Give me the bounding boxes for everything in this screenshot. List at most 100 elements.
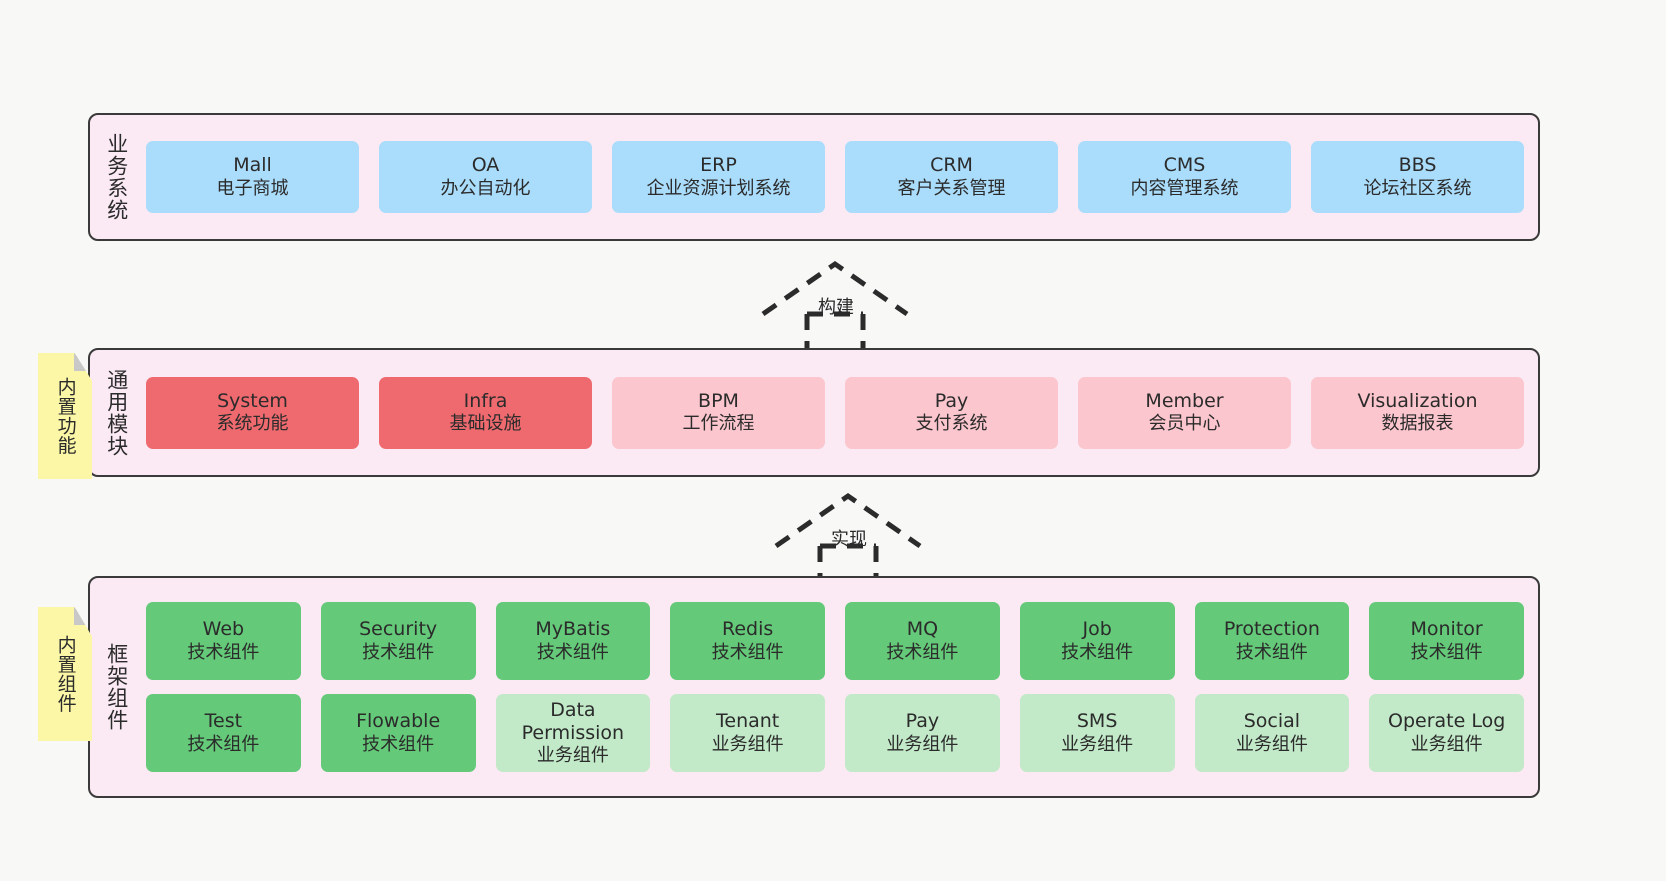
node-title: Flowable [356, 710, 441, 733]
node-title: Monitor [1410, 618, 1483, 641]
node-erp[interactable]: ERP 企业资源计划系统 [612, 141, 825, 213]
node-protection[interactable]: Protection 技术组件 [1194, 602, 1350, 680]
node-subtitle: 技术组件 [1410, 641, 1483, 663]
node-subtitle: 业务组件 [711, 733, 784, 755]
node-title: Operate Log [1387, 710, 1506, 733]
node-bpm[interactable]: BPM 工作流程 [612, 376, 825, 449]
sticky-note-text: 内置组件 [54, 635, 77, 713]
node-title: Social [1243, 710, 1301, 733]
node-row: Web 技术组件 Security 技术组件 MyBatis 技术组件 Redi… [146, 602, 1524, 680]
node-data-permission[interactable]: Data Permission 业务组件 [495, 694, 651, 772]
node-crm[interactable]: CRM 客户关系管理 [845, 141, 1058, 213]
node-mall[interactable]: Mall 电子商城 [146, 141, 359, 213]
node-subtitle: 内容管理系统 [1130, 177, 1239, 199]
node-cms[interactable]: CMS 内容管理系统 [1078, 141, 1291, 213]
node-subtitle: 技术组件 [886, 641, 959, 663]
node-infra[interactable]: Infra 基础设施 [379, 376, 592, 449]
node-mybatis[interactable]: MyBatis 技术组件 [495, 602, 651, 680]
node-subtitle: 支付系统 [915, 413, 988, 435]
node-title: MQ [906, 618, 939, 641]
layer-title-framework-component: 框架组件 [104, 643, 129, 731]
node-subtitle: 论坛社区系统 [1363, 177, 1472, 199]
node-title: Pay [934, 389, 969, 412]
node-title: Protection [1223, 618, 1320, 641]
sticky-note-text: 内置功能 [54, 377, 77, 455]
node-subtitle: 技术组件 [536, 641, 609, 663]
node-subtitle: 业务组件 [1235, 733, 1308, 755]
node-title: Member [1145, 389, 1224, 412]
node-sms[interactable]: SMS 业务组件 [1019, 694, 1175, 772]
node-operate-log[interactable]: Operate Log 业务组件 [1369, 694, 1524, 772]
node-row: Test 技术组件 Flowable 技术组件 Data Permission … [146, 694, 1524, 772]
node-title: Web [202, 618, 245, 641]
node-subtitle: 电子商城 [216, 177, 289, 199]
layer-business-system: 业务系统 Mall 电子商城 OA 办公自动化 ERP 企业资源计划系统 CRM… [88, 113, 1540, 241]
layer-body-common-module: System 系统功能 Infra 基础设施 BPM 工作流程 Pay 支付系统… [142, 350, 1538, 475]
node-subtitle: 技术组件 [1235, 641, 1308, 663]
node-subtitle: 技术组件 [362, 641, 435, 663]
node-title: Visualization [1357, 389, 1478, 412]
node-title: CMS [1163, 154, 1206, 177]
node-monitor[interactable]: Monitor 技术组件 [1369, 602, 1524, 680]
node-subtitle: 业务组件 [536, 745, 609, 767]
node-subtitle: 业务组件 [1061, 733, 1134, 755]
node-visualization[interactable]: Visualization 数据报表 [1311, 376, 1524, 449]
node-subtitle: 办公自动化 [440, 177, 531, 199]
node-job[interactable]: Job 技术组件 [1019, 602, 1175, 680]
node-pay-business[interactable]: Pay 业务组件 [845, 694, 1000, 772]
node-title: Redis [721, 618, 774, 641]
layer-common-module: 通用模块 System 系统功能 Infra 基础设施 BPM 工作流程 Pay… [88, 348, 1540, 477]
node-flowable[interactable]: Flowable 技术组件 [320, 694, 476, 772]
node-test[interactable]: Test 技术组件 [146, 694, 301, 772]
node-tenant[interactable]: Tenant 业务组件 [670, 694, 825, 772]
node-title: Job [1082, 618, 1112, 641]
node-system[interactable]: System 系统功能 [146, 376, 359, 449]
node-row: Mall 电子商城 OA 办公自动化 ERP 企业资源计划系统 CRM 客户关系… [146, 141, 1524, 213]
node-title: MyBatis [535, 618, 611, 641]
node-title: CRM [930, 154, 973, 177]
node-title: Test [204, 710, 243, 733]
node-subtitle: 工作流程 [682, 413, 755, 435]
node-subtitle: 数据报表 [1381, 413, 1454, 435]
node-title: Mall [233, 154, 272, 177]
node-subtitle: 业务组件 [1410, 733, 1483, 755]
node-member[interactable]: Member 会员中心 [1078, 376, 1291, 449]
node-subtitle: 技术组件 [187, 733, 260, 755]
node-subtitle: 系统功能 [216, 413, 289, 435]
node-pay[interactable]: Pay 支付系统 [845, 376, 1058, 449]
arrow-label-build: 构建 [818, 297, 854, 318]
node-mq[interactable]: MQ 技术组件 [845, 602, 1000, 680]
node-subtitle: 业务组件 [886, 733, 959, 755]
node-title: Security [359, 618, 438, 641]
node-subtitle: 客户关系管理 [897, 177, 1006, 199]
layer-title-common-module: 通用模块 [104, 368, 129, 457]
arrow-label-implement: 实现 [831, 529, 867, 550]
node-oa[interactable]: OA 办公自动化 [379, 141, 592, 213]
node-subtitle: 基础设施 [449, 413, 522, 435]
sticky-note-builtin-component: 内置组件 [38, 607, 92, 741]
node-title: BPM [698, 389, 739, 412]
node-subtitle: 技术组件 [711, 641, 784, 663]
node-subtitle: 技术组件 [362, 733, 435, 755]
layer-body-framework-component: Web 技术组件 Security 技术组件 MyBatis 技术组件 Redi… [142, 578, 1538, 796]
node-subtitle: 会员中心 [1148, 413, 1221, 435]
node-title: BBS [1398, 154, 1437, 177]
node-title: ERP [700, 154, 737, 177]
layer-body-business-system: Mall 电子商城 OA 办公自动化 ERP 企业资源计划系统 CRM 客户关系… [142, 115, 1538, 239]
node-security[interactable]: Security 技术组件 [320, 602, 476, 680]
node-web[interactable]: Web 技术组件 [146, 602, 301, 680]
node-subtitle: 技术组件 [1061, 641, 1134, 663]
layer-title-business-system: 业务系统 [104, 133, 129, 221]
generalization-arrow-build: 构建 [755, 258, 915, 350]
node-title: OA [471, 154, 500, 177]
node-title: Data Permission [521, 698, 625, 745]
node-bbs[interactable]: BBS 论坛社区系统 [1311, 141, 1524, 213]
node-title: Pay [905, 710, 940, 733]
node-title: SMS [1076, 710, 1118, 733]
node-social[interactable]: Social 业务组件 [1194, 694, 1350, 772]
node-title: System [217, 389, 288, 412]
arrow-build-icon [761, 260, 909, 350]
node-subtitle: 技术组件 [187, 641, 260, 663]
node-redis[interactable]: Redis 技术组件 [670, 602, 825, 680]
